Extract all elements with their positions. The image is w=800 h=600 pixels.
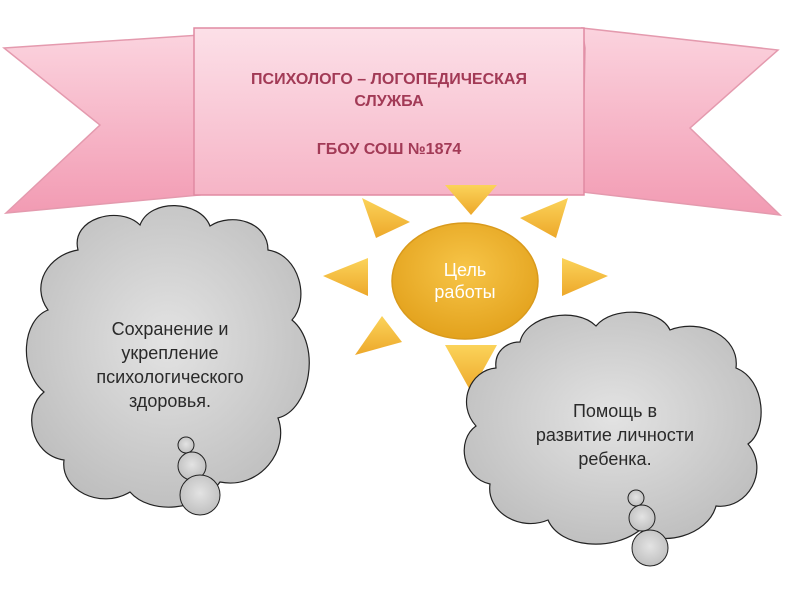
cloud-right: [463, 311, 762, 567]
cloud-left-label: Сохранение и укрепление психологического…: [60, 300, 280, 430]
banner-title-line2: СЛУЖБА: [354, 93, 424, 110]
cloud-right-line: Помощь в: [572, 401, 658, 421]
sun-label-line2: работы: [434, 282, 496, 302]
sun-label-line1: Цель: [443, 260, 487, 280]
banner-ribbon: [2, 27, 783, 217]
cloud-left-line: здоровья.: [128, 391, 212, 411]
cloud-right-label: Помощь в развитие личности ребенка.: [500, 380, 730, 490]
sun-label: Цель работы: [395, 246, 535, 316]
cloud-left-line: психологического: [96, 367, 244, 387]
cloud-right-line: ребенка.: [578, 449, 652, 469]
banner-title-line1: ПСИХОЛОГО – ЛОГОПЕДИЧЕСКАЯ: [251, 71, 527, 88]
cloud-right-line: развитие личности: [535, 425, 695, 445]
cloud-left: [25, 205, 310, 516]
cloud-left-line: Сохранение и: [111, 319, 229, 339]
sun-circle: [391, 222, 539, 340]
cloud-left-line: укрепление: [121, 343, 219, 363]
banner-school-name: ГБОУ СОШ №1874: [316, 141, 462, 158]
banner-title: ПСИХОЛОГО – ЛОГОПЕДИЧЕСКАЯ СЛУЖБА ГБОУ С…: [196, 40, 582, 190]
